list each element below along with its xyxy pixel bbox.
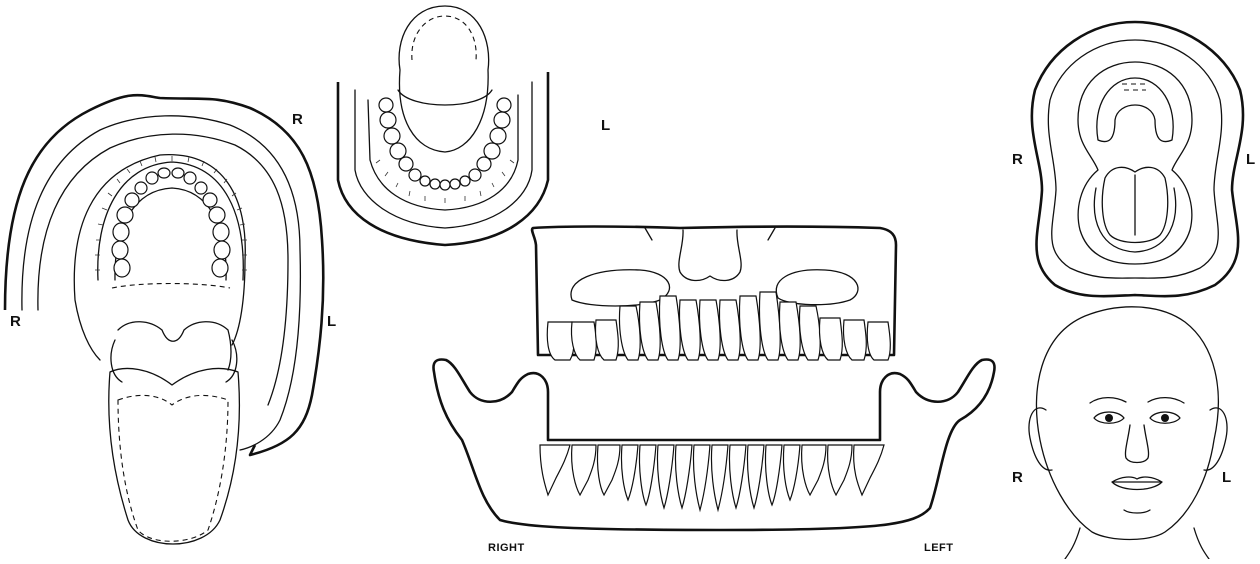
palate-line <box>112 284 230 289</box>
mouth-front <box>1112 477 1162 489</box>
eyebrow-right-side <box>1090 398 1126 403</box>
tongue-top-view <box>399 6 489 152</box>
label-panoramic-right: RIGHT <box>488 543 525 554</box>
palate-dashed-top-right <box>1122 84 1148 90</box>
tongue-top-view-dashed <box>412 16 476 60</box>
right-sinus <box>776 270 858 305</box>
open-mouth-tongue-figure <box>1032 22 1243 296</box>
panoramic-jaws-figure <box>434 227 995 531</box>
left-sinus <box>571 270 670 306</box>
eyes <box>1094 412 1180 423</box>
label-right-lower-jaw: R <box>292 112 303 127</box>
upper-teeth-panoramic <box>547 292 890 360</box>
upper-arch-open-mouth-figure <box>5 95 323 544</box>
tongue-outline <box>109 368 240 544</box>
lower-teeth <box>379 98 511 190</box>
label-right-upper-arch: R <box>10 314 21 329</box>
upper-teeth <box>112 168 230 277</box>
face-front-figure <box>1029 307 1227 559</box>
nasal-lines <box>645 228 775 240</box>
eyebrow-left-side <box>1148 398 1184 403</box>
nose-outline <box>679 230 741 281</box>
label-right-face: R <box>1012 470 1023 485</box>
label-right-open-mouth: R <box>1012 152 1023 167</box>
neck <box>1065 528 1209 559</box>
label-left-open-mouth: L <box>1246 152 1255 167</box>
ear-right-side <box>1029 408 1052 470</box>
label-left-face: L <box>1222 470 1231 485</box>
mandible-ramus-lines <box>548 392 880 440</box>
floor-of-mouth <box>398 90 492 105</box>
nose-front <box>1125 425 1148 463</box>
face-inner-outline <box>22 116 300 450</box>
head-outline-front <box>1036 307 1218 540</box>
upper-arch-top-right <box>1097 78 1173 142</box>
label-panoramic-left: LEFT <box>924 543 954 554</box>
throat-outline <box>118 322 231 370</box>
label-left-upper-arch: L <box>327 314 336 329</box>
label-left-lower-jaw: L <box>601 118 610 133</box>
tonsil-area <box>111 340 237 382</box>
face-outline-top-right <box>1032 22 1243 296</box>
lower-arch-figure <box>338 6 548 245</box>
chin-line <box>1124 510 1150 513</box>
ear-left-side <box>1204 408 1227 470</box>
tongue-inner-dashed <box>118 395 228 541</box>
lower-teeth-panoramic <box>540 445 884 510</box>
head-outline <box>5 95 323 455</box>
